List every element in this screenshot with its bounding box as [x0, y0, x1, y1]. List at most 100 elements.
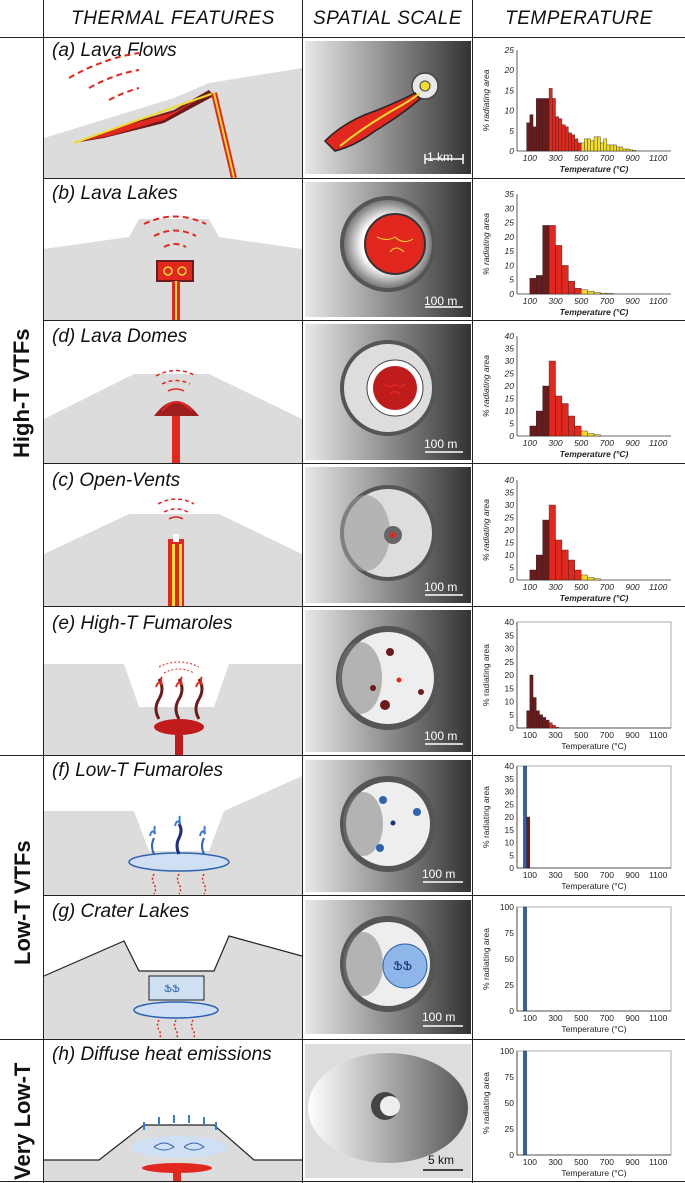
histogram-bar: [606, 144, 611, 152]
x-tick-label: 1100: [649, 296, 668, 306]
svg-text:ՖՖ: ՖՖ: [164, 984, 180, 995]
x-tick-label: 500: [574, 153, 588, 163]
histogram-bar: [587, 290, 595, 295]
y-tick-label: 5: [509, 275, 514, 285]
histogram-bar: [536, 98, 540, 152]
y-tick-label: 75: [505, 928, 515, 938]
y-tick-label: 15: [505, 85, 515, 95]
y-axis-label: % radiating area: [481, 355, 491, 417]
scale-panel-lava-lakes: [305, 182, 471, 317]
open-vent-sketch: [44, 498, 302, 606]
y-tick-label: 25: [504, 369, 515, 379]
y-tick-label: 0: [509, 1150, 514, 1160]
histogram-bar: [523, 765, 527, 869]
row-title-lava-domes: (d) Lava Domes: [52, 326, 188, 347]
histogram-bar: [555, 395, 563, 437]
crater-lake-sketch: ՖՖ: [44, 935, 302, 1039]
y-tick-label: 20: [505, 812, 515, 822]
y-tick-label: 30: [505, 500, 515, 510]
row-title-low-t-fumaroles: (f) Low-T Fumaroles: [52, 760, 224, 781]
lava-lake-sketch: [44, 215, 302, 320]
histogram-bar: [574, 569, 582, 581]
y-tick-label: 30: [505, 644, 515, 654]
plot-frame: [516, 906, 672, 1012]
histogram-bar: [529, 569, 537, 581]
y-tick-label: 5: [509, 563, 514, 573]
histogram-bar: [542, 385, 550, 437]
histogram-bar: [561, 549, 569, 581]
y-tick-label: 5: [509, 850, 514, 860]
diffuse-heat-sketch: [44, 1115, 302, 1181]
x-tick-label: 100: [523, 870, 537, 880]
y-axis-label: % radiating area: [481, 928, 491, 990]
grid-divider: [0, 37, 685, 38]
y-tick-label: 15: [505, 683, 515, 693]
x-axis-label: Temperature (°C): [561, 1024, 626, 1034]
svg-text:ՖՖ: ՖՖ: [393, 959, 412, 973]
histogram-bar: [568, 132, 572, 152]
group-label-low-t: Low-T VTFs: [10, 840, 35, 965]
row-title-high-t-fumaroles: (e) High-T Fumaroles: [52, 613, 233, 634]
histogram-bar: [548, 225, 556, 295]
y-tick-label: 10: [505, 406, 515, 416]
y-tick-label: 40: [505, 475, 515, 485]
histogram-bar: [580, 430, 588, 437]
scale-bar-label-e: 100 m: [424, 729, 458, 743]
x-tick-label: 500: [574, 730, 588, 740]
y-tick-label: 75: [505, 1072, 515, 1082]
histogram-bar: [574, 425, 582, 437]
histogram-bar: [545, 98, 550, 152]
grid-divider: [43, 0, 44, 1183]
histogram-bar: [523, 1050, 527, 1156]
x-tick-label: 700: [600, 730, 614, 740]
y-tick-label: 35: [505, 774, 515, 784]
group-label-high-t: High-T VTFs: [9, 328, 34, 458]
x-tick-label: 300: [548, 1013, 562, 1023]
histogram-bar: [593, 434, 601, 437]
y-tick-label: 15: [505, 394, 515, 404]
histogram-bar: [529, 114, 534, 152]
grid-divider: [43, 895, 685, 896]
x-tick-label: 100: [523, 1013, 537, 1023]
x-axis-label: Temperature (°C): [560, 164, 629, 174]
row-title-open-vents: (c) Open-Vents: [52, 470, 181, 491]
histogram-bar: [555, 539, 563, 581]
histogram-bar: [526, 710, 531, 729]
high-t-fumarole-sketch: [44, 661, 302, 755]
x-tick-label: 1100: [649, 1157, 668, 1167]
y-tick-label: 25: [505, 657, 515, 667]
histogram-bar: [542, 519, 550, 581]
x-tick-label: 700: [600, 153, 614, 163]
x-tick-label: 300: [548, 438, 562, 448]
scale-bar-label-a: 1 km: [427, 150, 454, 164]
histogram-bar: [555, 245, 563, 295]
histogram-bar: [593, 136, 598, 152]
histogram-bar: [568, 415, 575, 437]
histogram-bar: [609, 144, 614, 152]
plot-frame: [516, 1050, 672, 1156]
scale-bar-label-d: 100 m: [424, 437, 458, 451]
histogram-bar: [574, 288, 582, 295]
y-tick-label: 0: [509, 146, 514, 156]
histogram-bar: [603, 138, 608, 152]
histogram-bar: [529, 278, 537, 295]
x-tick-label: 500: [574, 296, 588, 306]
x-tick-label: 100: [523, 296, 537, 306]
y-tick-label: 50: [505, 954, 515, 964]
y-tick-label: 35: [505, 344, 515, 354]
x-tick-label: 100: [523, 1157, 537, 1167]
y-tick-label: 15: [505, 538, 515, 548]
x-tick-label: 700: [600, 1157, 614, 1167]
x-tick-label: 900: [625, 296, 639, 306]
y-tick-label: 10: [505, 838, 515, 848]
histogram-bar: [590, 140, 595, 152]
grid-divider: [0, 1181, 685, 1182]
x-axis-label: Temperature (°C): [561, 1168, 626, 1178]
y-tick-label: 25: [504, 218, 515, 228]
y-tick-label: 10: [505, 550, 515, 560]
grid-divider: [43, 606, 685, 607]
histogram-bar: [526, 816, 531, 869]
